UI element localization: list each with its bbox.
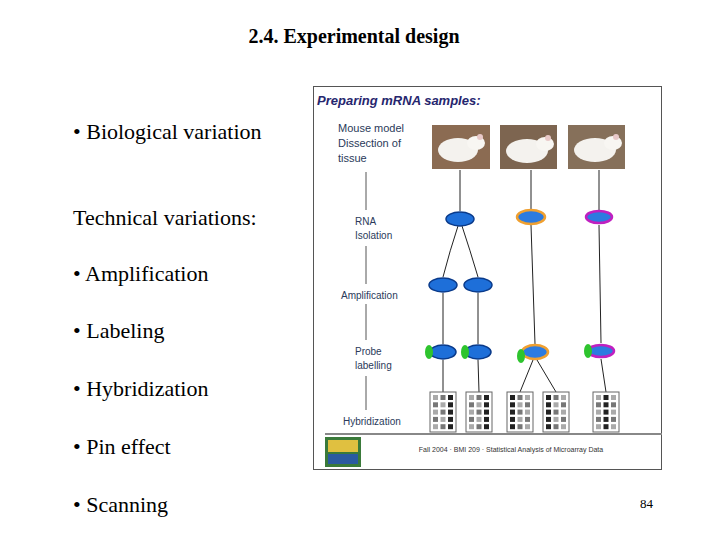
footer-note: Fall 2004 · BMI 209 · Statistical Analys… bbox=[366, 445, 656, 454]
step-label: Probe labelling bbox=[355, 345, 405, 373]
panel-heading: Preparing mRNA samples: bbox=[317, 93, 481, 108]
bullet-item: • Scanning bbox=[73, 492, 313, 518]
section-heading: Technical variations: bbox=[73, 205, 313, 231]
bullet-item: • Labeling bbox=[73, 318, 313, 344]
step-label: Mouse model Dissection of tissue bbox=[338, 121, 410, 166]
bullet-item: • Biological variation bbox=[73, 119, 313, 145]
page-number: 84 bbox=[640, 496, 670, 512]
step-label: RNA Isolation bbox=[355, 215, 405, 243]
step-label: Hybridization bbox=[343, 415, 423, 429]
bullet-item: • Pin effect bbox=[73, 434, 313, 460]
bullet-item: • Hybridization bbox=[73, 376, 313, 402]
bullet-item: • Amplification bbox=[73, 261, 313, 287]
slide-title: 2.4. Experimental design bbox=[0, 25, 708, 48]
step-label: Amplification bbox=[341, 289, 421, 303]
